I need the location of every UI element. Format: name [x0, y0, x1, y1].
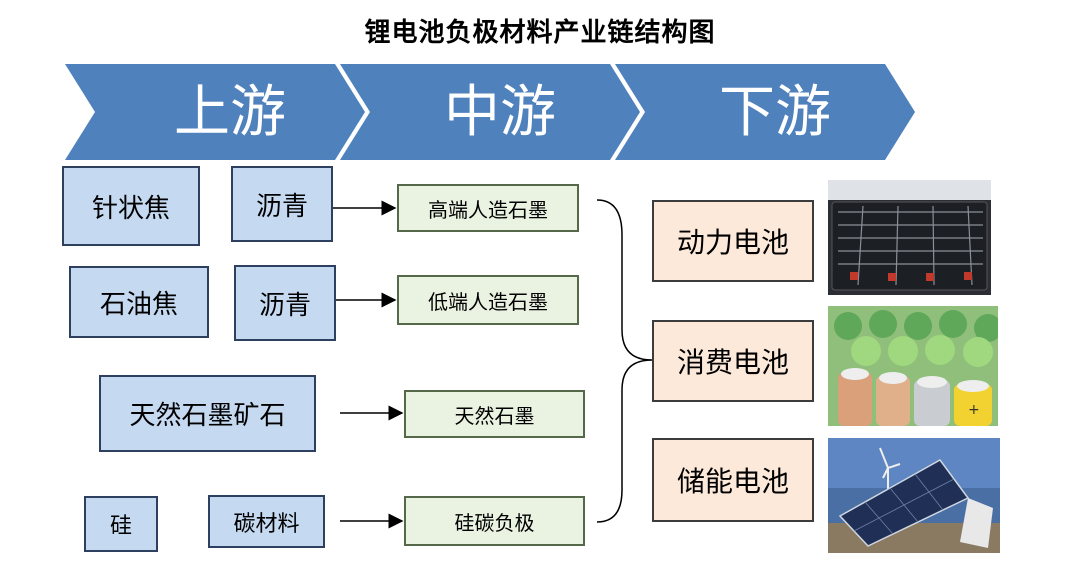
- chevron-upstream: [65, 64, 365, 160]
- bracket-connector: [596, 199, 653, 523]
- upstream-silicon: 硅: [84, 496, 158, 552]
- downstream-power-battery: 动力电池: [652, 200, 814, 282]
- upstream-natural-graphite-ore: 天然石墨矿石: [99, 375, 316, 452]
- midstream-high-end-artificial-graphite: 高端人造石墨: [397, 184, 579, 232]
- consumer-batteries-image: +: [828, 306, 998, 426]
- chevron-midstream: [340, 64, 640, 160]
- stage-downstream-label: 下游: [719, 80, 831, 145]
- stage-upstream-label: 上游: [174, 80, 286, 145]
- upstream-needle-coke: 针状焦: [62, 166, 200, 246]
- downstream-consumer-battery: 消费电池: [652, 320, 814, 402]
- chevron-downstream: [615, 64, 915, 160]
- upstream-pitch-1: 沥青: [231, 166, 333, 242]
- solar-energy-storage-image: [828, 438, 1000, 553]
- diagram-title: 锂电池负极材料产业链结构图: [364, 18, 716, 48]
- stage-chevrons: [65, 64, 915, 160]
- svg-text:+: +: [968, 402, 980, 418]
- upstream-petroleum-coke: 石油焦: [69, 266, 209, 338]
- upstream-pitch-2: 沥青: [234, 265, 336, 341]
- upstream-carbon-material: 碳材料: [208, 495, 325, 548]
- downstream-energy-storage-battery: 储能电池: [652, 438, 814, 522]
- midstream-low-end-artificial-graphite: 低端人造石墨: [397, 275, 579, 325]
- midstream-silicon-carbon-anode: 硅碳负极: [404, 496, 585, 546]
- stage-midstream-label: 中游: [444, 80, 556, 145]
- midstream-natural-graphite: 天然石墨: [404, 390, 585, 438]
- battery-pack-image: [828, 180, 991, 295]
